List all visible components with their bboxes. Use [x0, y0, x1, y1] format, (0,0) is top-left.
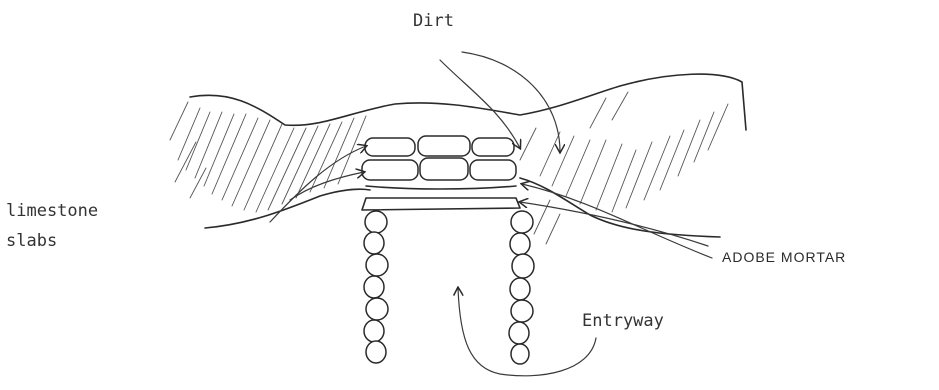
label-limestone-line2: slabs [6, 231, 57, 251]
left-door-jamb [364, 211, 388, 363]
slab-2a [362, 160, 418, 180]
slab-1c [472, 138, 514, 156]
right-door-jamb [509, 211, 534, 364]
mortar-bed-line [366, 186, 516, 189]
lintel-slab [362, 198, 520, 210]
label-limestone-line1: limestone [6, 201, 98, 221]
slab-1b [418, 136, 470, 156]
slab-2c [470, 160, 516, 180]
label-dirt: Dirt [413, 11, 454, 31]
slab-2b [420, 158, 468, 180]
label-adobe-mortar: ADOBE MORTAR [722, 249, 846, 265]
dirt-arrow-2 [462, 52, 560, 152]
slab-1a [365, 138, 415, 156]
limestone-slabs [362, 136, 520, 210]
limestone-arrow-1 [270, 146, 366, 222]
label-entryway: Entryway [582, 311, 664, 331]
dirt-hatching-right [520, 92, 728, 244]
